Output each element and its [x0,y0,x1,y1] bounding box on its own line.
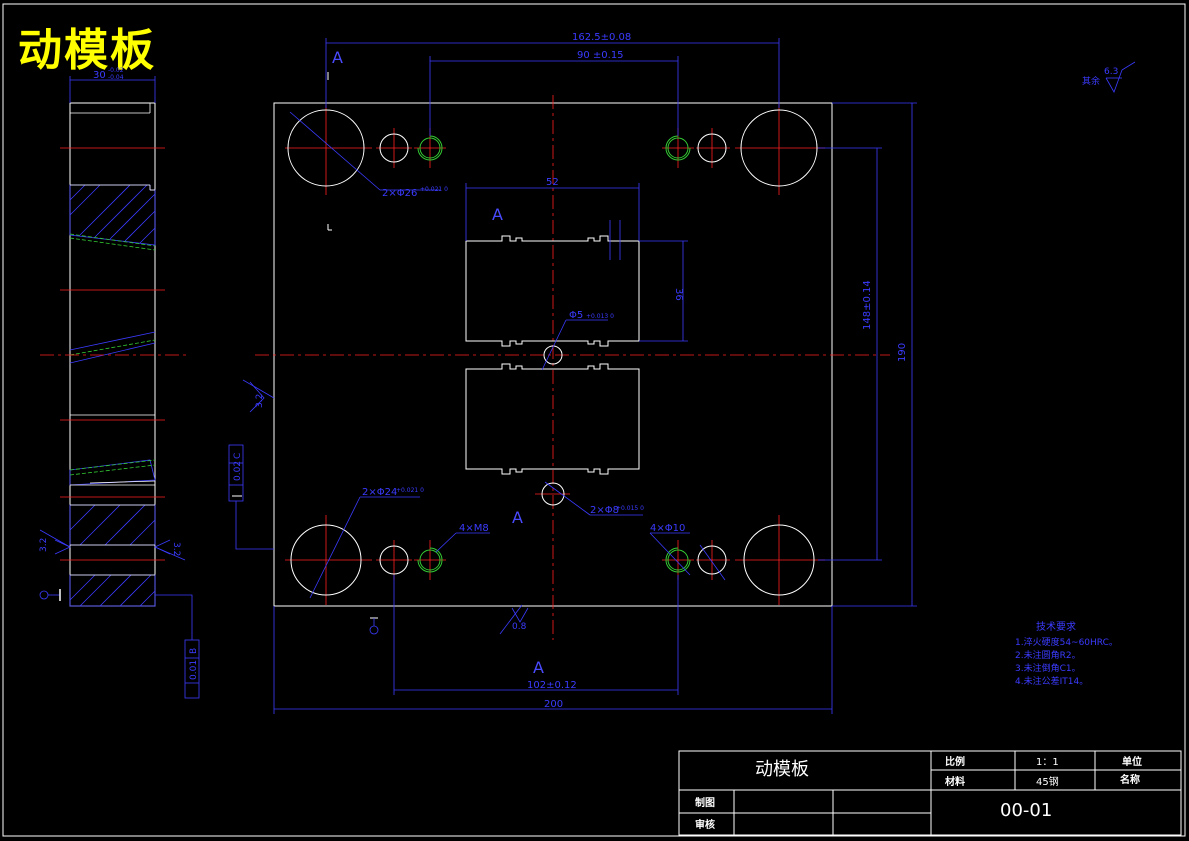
drawn-label: 制图 [695,796,715,809]
dim-thread: 4×M8 [459,523,489,534]
parallelism-value: 0.01 [189,660,199,680]
dim-guide-hole-top: 2×Φ26 [382,188,417,199]
dim-guide-hole-bottom: 2×Φ24 [362,487,397,498]
scale-label: 比例 [945,755,965,768]
dim-top-inner: 90 ±0.15 [577,50,624,61]
dim-thickness-tol-lower: -0.04 [108,74,124,81]
dim-guide-hole-top-tol: +0.021 0 [420,186,448,193]
section-mark-a-top-left: A [332,48,343,67]
dim-sprue-tol: +0.015 0 [616,505,644,512]
section-mark-a-bottom: A [533,658,544,677]
dim-cavity-height: 36 [673,288,684,301]
title-block [678,750,1182,836]
dim-top-outer: 162.5±0.08 [572,32,631,43]
section-mark-a-lower: A [512,508,523,527]
note-item-1: 1.淬火硬度54~60HRC。 [1015,636,1118,648]
roughness-plan-side: 3.2 [255,394,265,408]
dim-thickness-tol-upper: -0.02 [108,67,124,74]
plan-view: A A A A 162.5±0.08 90 ±0.15 2×Φ26 +0.021… [228,32,1136,714]
notes-heading: 技术要求 [1036,620,1076,633]
roughness-corner-value: 6.3 [1104,67,1118,77]
dim-right-outer: 190 [897,343,908,362]
dim-sprue: 2×Φ8 [590,505,619,516]
checked-label: 审核 [695,818,715,831]
roughness-corner-label: 其余 [1082,75,1100,87]
name-label: 名称 [1120,773,1140,786]
roughness-right: 3.2 [171,542,181,556]
roughness-plan-bottom: 0.8 [512,622,527,632]
dim-cavity-width: 52 [546,177,559,188]
dim-return-pin: 4×Φ10 [650,523,685,534]
side-section-view: 30 -0.02 -0.04 3.2 3.2 0.01 B [39,67,200,699]
dim-center-pin: Φ5 [569,310,583,321]
note-item-3: 3.未注倒角C1。 [1015,662,1081,674]
title-block-part-name: 动模板 [755,759,809,780]
dim-center-pin-tol: +0.013 0 [586,313,614,320]
unit-label: 单位 [1122,755,1142,768]
perpendicularity-value: 0.02 [233,461,243,481]
dim-bottom-inner: 102±0.12 [527,680,577,691]
note-item-2: 2.未注圆角R2。 [1015,649,1081,661]
parallelism-datum: B [189,648,199,654]
note-item-4: 4.未注公差IT14。 [1015,675,1088,687]
section-mark-a-upper: A [492,205,503,224]
technical-notes: 技术要求 1.淬火硬度54~60HRC。 2.未注圆角R2。 3.未注倒角C1。… [1015,620,1118,687]
material-value: 45钢 [1036,775,1059,788]
drawing-number: 00-01 [1000,800,1052,821]
dim-thickness: 30 [93,70,106,81]
perpendicularity-datum: C [233,453,243,459]
scale-value: 1：1 [1036,757,1059,768]
material-label: 材料 [945,775,965,788]
dim-right-inner: 148±0.14 [862,280,873,330]
roughness-left: 3.2 [39,538,49,552]
drawing-title: 动模板 [18,25,156,76]
drawing-frame [2,3,1186,837]
dim-bottom-outer: 200 [544,699,563,710]
dim-guide-hole-bottom-tol: +0.021 0 [396,487,424,494]
